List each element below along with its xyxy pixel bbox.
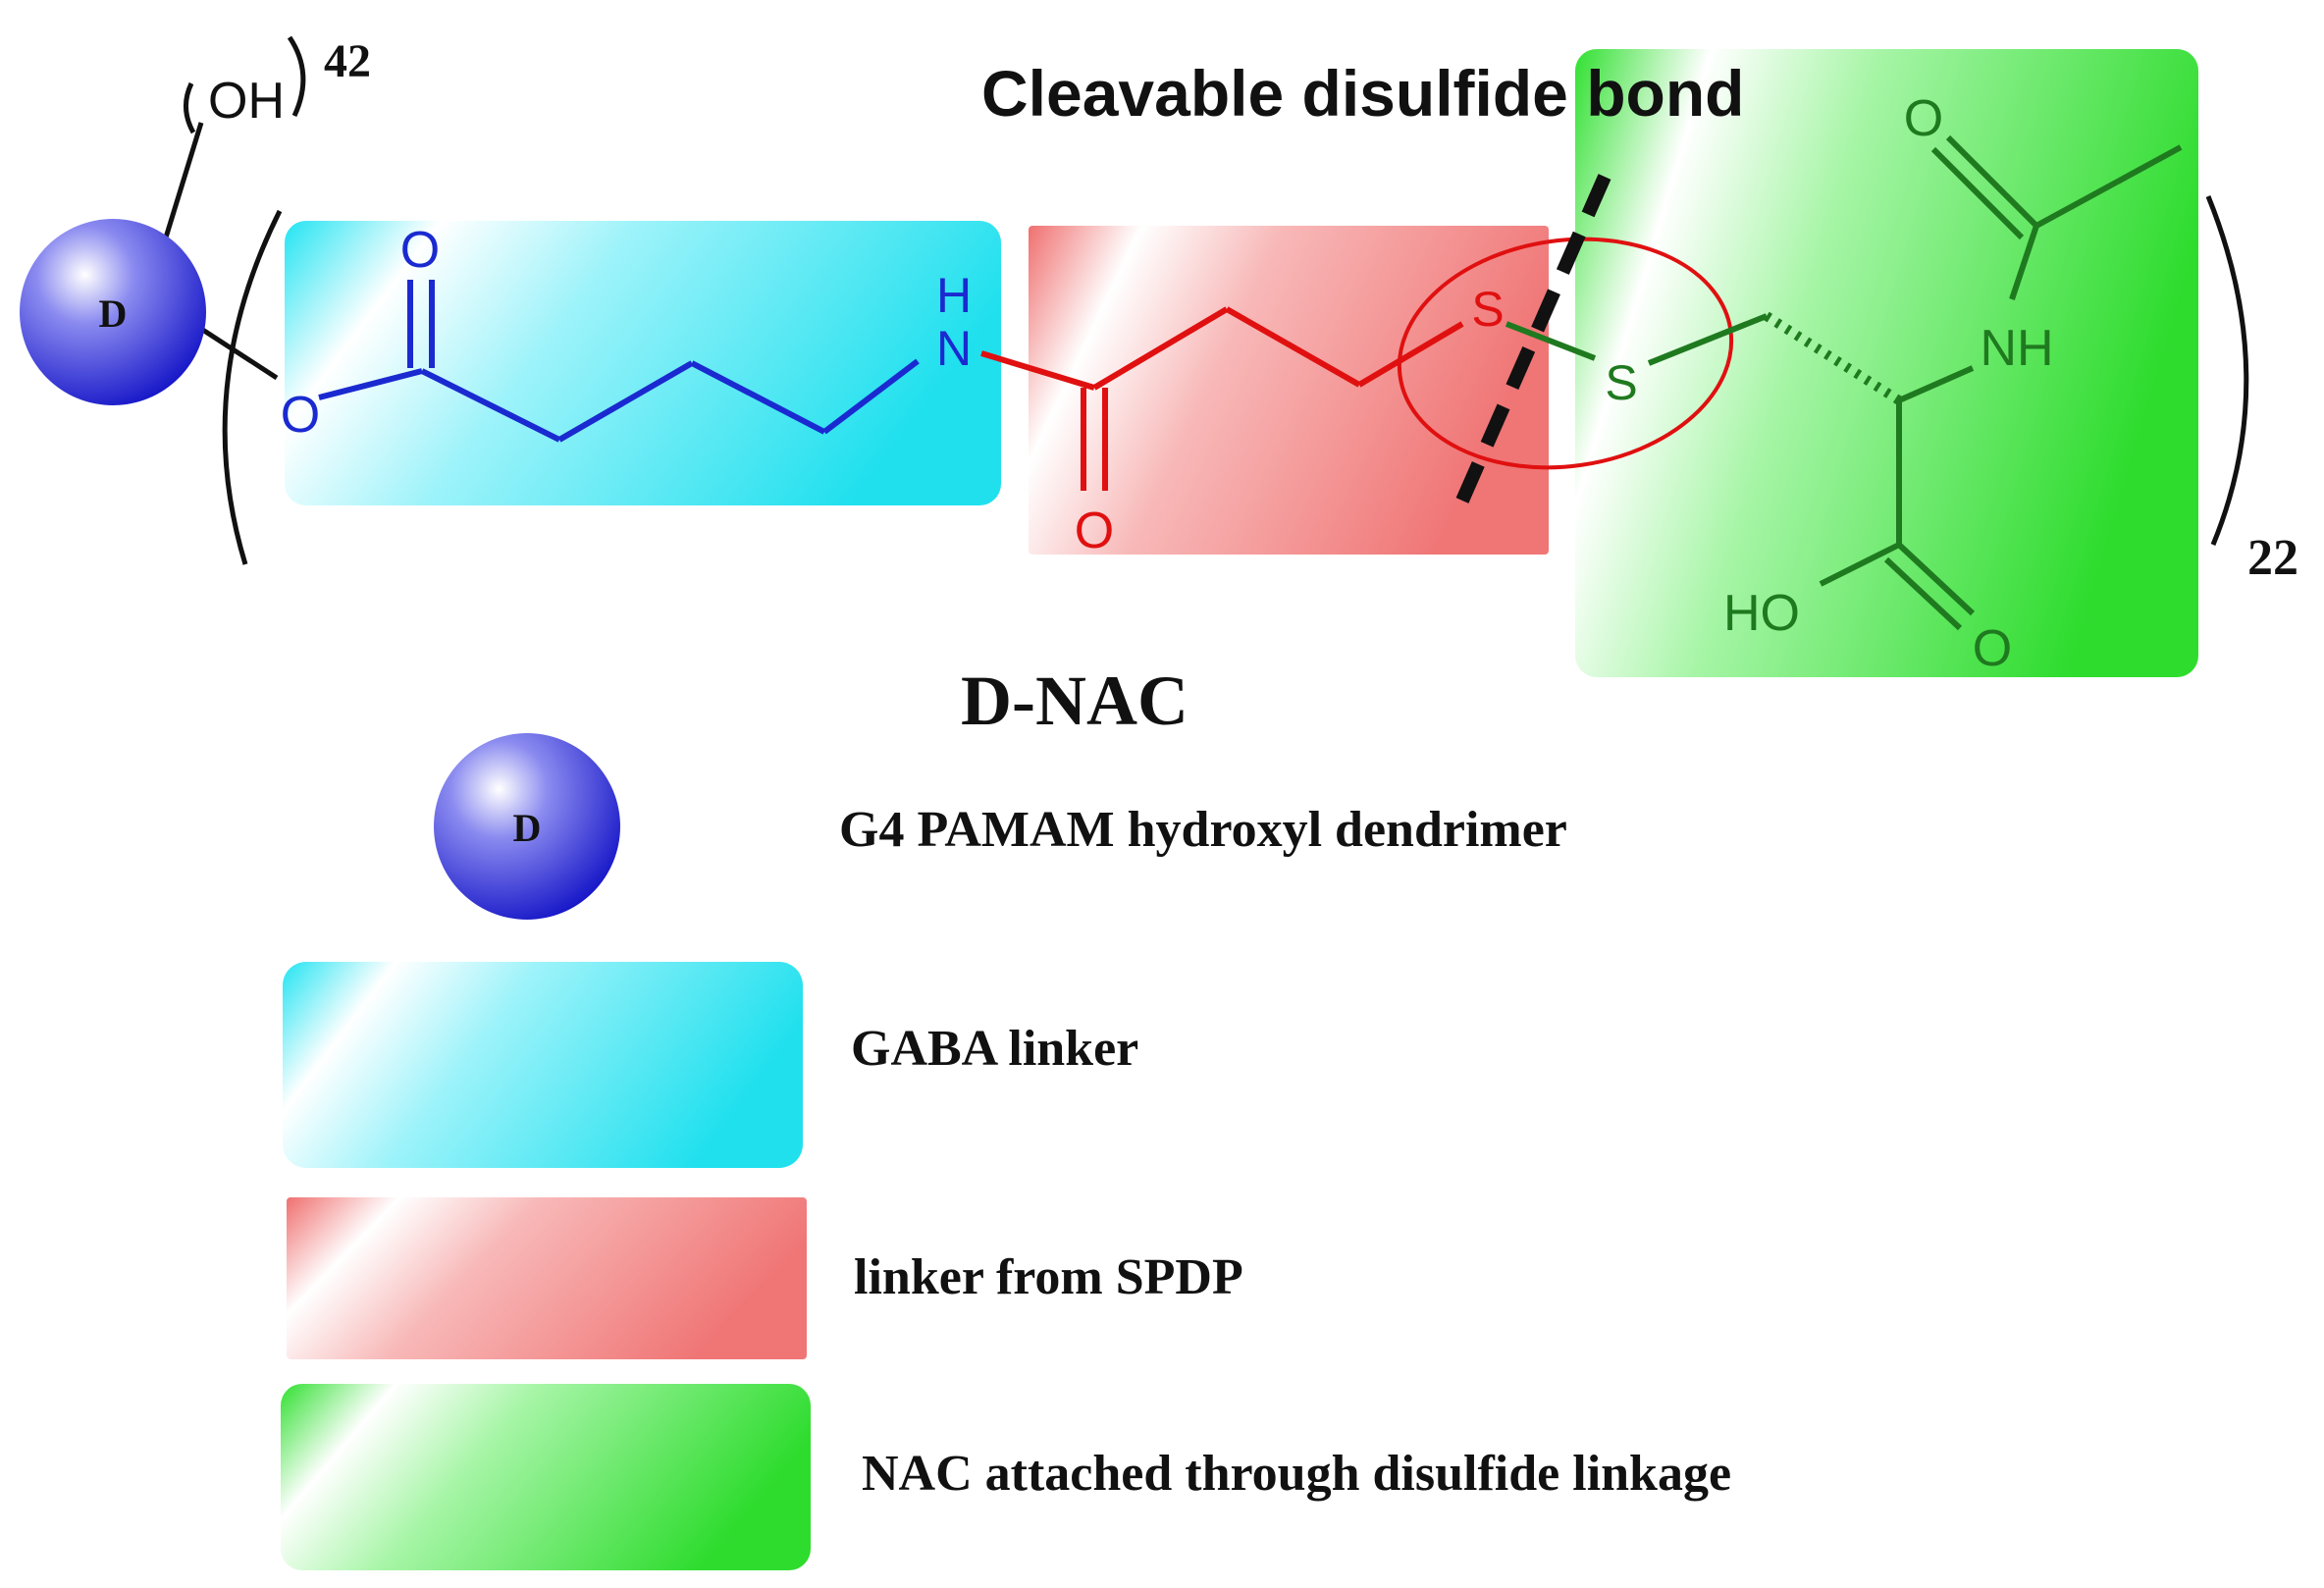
gaba-linker-structure	[318, 280, 920, 443]
nac-structure	[1647, 134, 2183, 631]
legend-gaba-swatch	[283, 962, 803, 1168]
legend-spdp-swatch	[287, 1197, 807, 1359]
legend-nac-label: NAC attached through disulfide linkage	[862, 1446, 1731, 1502]
legend-spdp-label: linker from SPDP	[854, 1249, 1243, 1305]
legend-gaba-label: GABA linker	[851, 1021, 1138, 1077]
molecule-name: D-NAC	[961, 662, 1188, 740]
spdp-linker-structure	[980, 306, 1464, 491]
sulfur-atom-1: S	[1471, 282, 1504, 337]
gaba-linker-highlight	[285, 221, 1001, 505]
hydroxyl-label: OH	[208, 73, 285, 130]
gaba-carbonyl-oxygen: O	[400, 222, 440, 279]
legend-item-dendrimer: D G4 PAMAM hydroxyl dendrimer	[434, 733, 1567, 920]
dendrimer-core-label: D	[99, 291, 128, 336]
dendrimer-core: D	[20, 122, 279, 405]
spdp-linker-highlight	[1029, 226, 1549, 555]
legend-dendrimer-label: G4 PAMAM hydroxyl dendrimer	[839, 802, 1567, 858]
nac-carbonyl-oxygen: O	[1904, 90, 1943, 147]
figure-title: Cleavable disulfide bond	[981, 57, 1744, 130]
carboxyl-oxygen: O	[1973, 620, 2012, 677]
repeat-bracket-right	[2205, 195, 2249, 546]
repeat-count: 22	[2247, 530, 2298, 586]
nac-amine: NH	[1980, 320, 2053, 377]
amide-hydrogen: H	[936, 268, 972, 323]
carboxyl-hydroxyl: HO	[1723, 585, 1800, 642]
legend-item-nac: NAC attached through disulfide linkage	[281, 1384, 1731, 1570]
sulfur-atom-2: S	[1605, 355, 1637, 410]
nac-highlight	[1575, 49, 2198, 677]
legend: D G4 PAMAM hydroxyl dendrimer GABA linke…	[281, 733, 1731, 1570]
spdp-carbonyl-oxygen: O	[1075, 503, 1114, 559]
ester-oxygen: O	[281, 387, 320, 444]
disulfide-bond	[1505, 321, 1597, 361]
hydroxyl-count: 42	[324, 35, 371, 87]
legend-item-spdp: linker from SPDP	[287, 1197, 1243, 1359]
legend-dendrimer-symbol: D	[513, 806, 542, 850]
legend-dendrimer-swatch	[434, 733, 620, 920]
repeat-bracket-left	[222, 209, 283, 565]
hydroxyl-group: OH 42	[184, 35, 371, 134]
amide-nitrogen: N	[936, 321, 972, 376]
legend-item-gaba: GABA linker	[283, 962, 1138, 1168]
legend-nac-swatch	[281, 1384, 811, 1570]
